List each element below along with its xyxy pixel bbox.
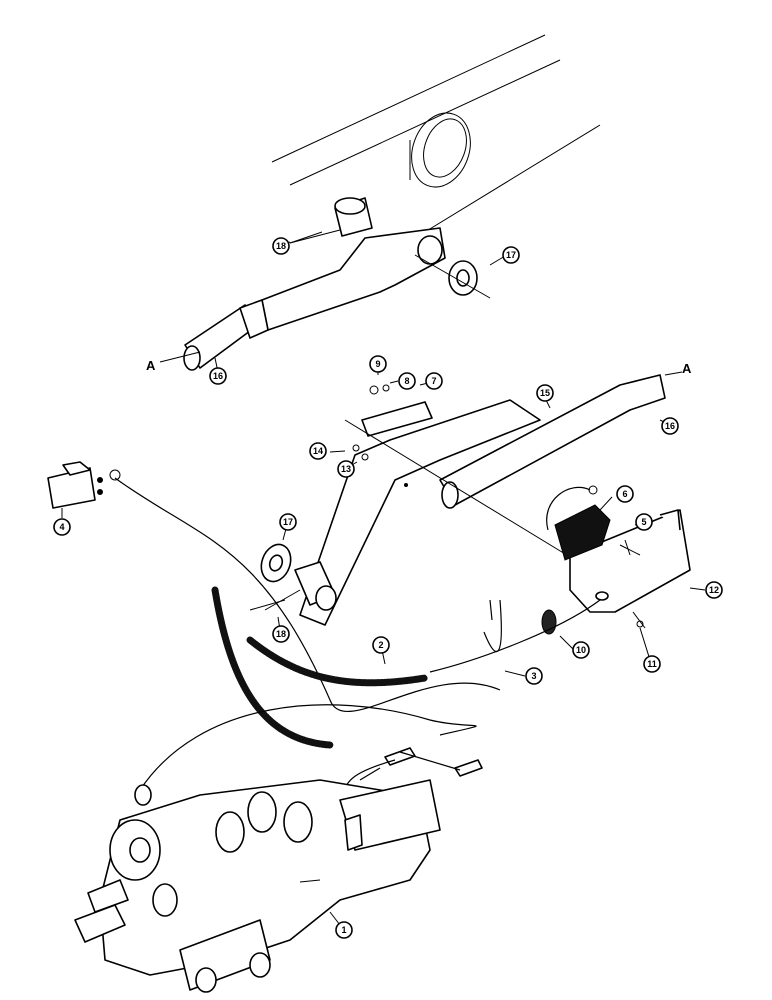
callout-16-upper: 16 xyxy=(209,367,227,385)
callout-4: 4 xyxy=(53,518,71,536)
callout-label: 5 xyxy=(641,517,646,527)
switch-bracket-assembly xyxy=(546,485,691,613)
callout-label: 13 xyxy=(341,464,351,474)
callout-12: 12 xyxy=(705,581,723,599)
section-letter-right: A xyxy=(682,361,692,376)
callout-label: 12 xyxy=(709,585,719,595)
callout-label: 10 xyxy=(576,645,586,655)
callout-15: 15 xyxy=(536,384,554,402)
washer-lower xyxy=(260,543,292,583)
callout-label: 18 xyxy=(276,629,286,639)
callout-16-lower: 16 xyxy=(661,417,679,435)
callout-2: 2 xyxy=(372,636,390,654)
lower-lever-arm: A xyxy=(264,361,692,626)
upper-lever-arm: A xyxy=(146,197,491,373)
section-letter-left: A xyxy=(146,358,156,373)
callout-6: 6 xyxy=(616,485,634,503)
callout-label: 6 xyxy=(622,489,627,499)
callout-11: 11 xyxy=(643,655,661,673)
wire-leads xyxy=(139,704,483,801)
callout-5: 5 xyxy=(635,513,653,531)
callout-9: 9 xyxy=(369,355,387,373)
callout-17-upper: 17 xyxy=(502,246,520,264)
callout-10: 10 xyxy=(572,641,590,659)
callout-13: 13 xyxy=(337,460,355,478)
callout-label: 3 xyxy=(531,671,536,681)
callout-label: 1 xyxy=(341,925,346,935)
callout-label: 18 xyxy=(276,241,286,251)
callout-7: 7 xyxy=(425,372,443,390)
callout-label: 11 xyxy=(647,659,657,669)
callout-label: 8 xyxy=(404,376,409,386)
callout-label: 16 xyxy=(665,421,675,431)
callout-label: 16 xyxy=(213,371,223,381)
callout-1: 1 xyxy=(335,921,353,939)
callout-3: 3 xyxy=(525,667,543,685)
callout-17-lower: 17 xyxy=(279,513,297,531)
callout-label: 7 xyxy=(431,376,436,386)
callout-label: 14 xyxy=(313,446,323,456)
callout-18-upper: 18 xyxy=(272,237,290,255)
callout-label: 17 xyxy=(506,250,516,260)
callout-8: 8 xyxy=(398,372,416,390)
frame-section xyxy=(271,34,601,236)
callout-18-lower: 18 xyxy=(272,625,290,643)
grommet-and-harness xyxy=(429,599,601,673)
cable-two xyxy=(211,586,429,749)
callout-label: 17 xyxy=(283,517,293,527)
callout-label: 2 xyxy=(378,640,383,650)
callout-label: 4 xyxy=(59,522,64,532)
switch-four xyxy=(47,461,501,712)
hardware xyxy=(249,231,646,629)
control-valve xyxy=(74,779,441,993)
callout-14: 14 xyxy=(309,442,327,460)
callout-label: 15 xyxy=(540,388,550,398)
callout-label: 9 xyxy=(375,359,380,369)
